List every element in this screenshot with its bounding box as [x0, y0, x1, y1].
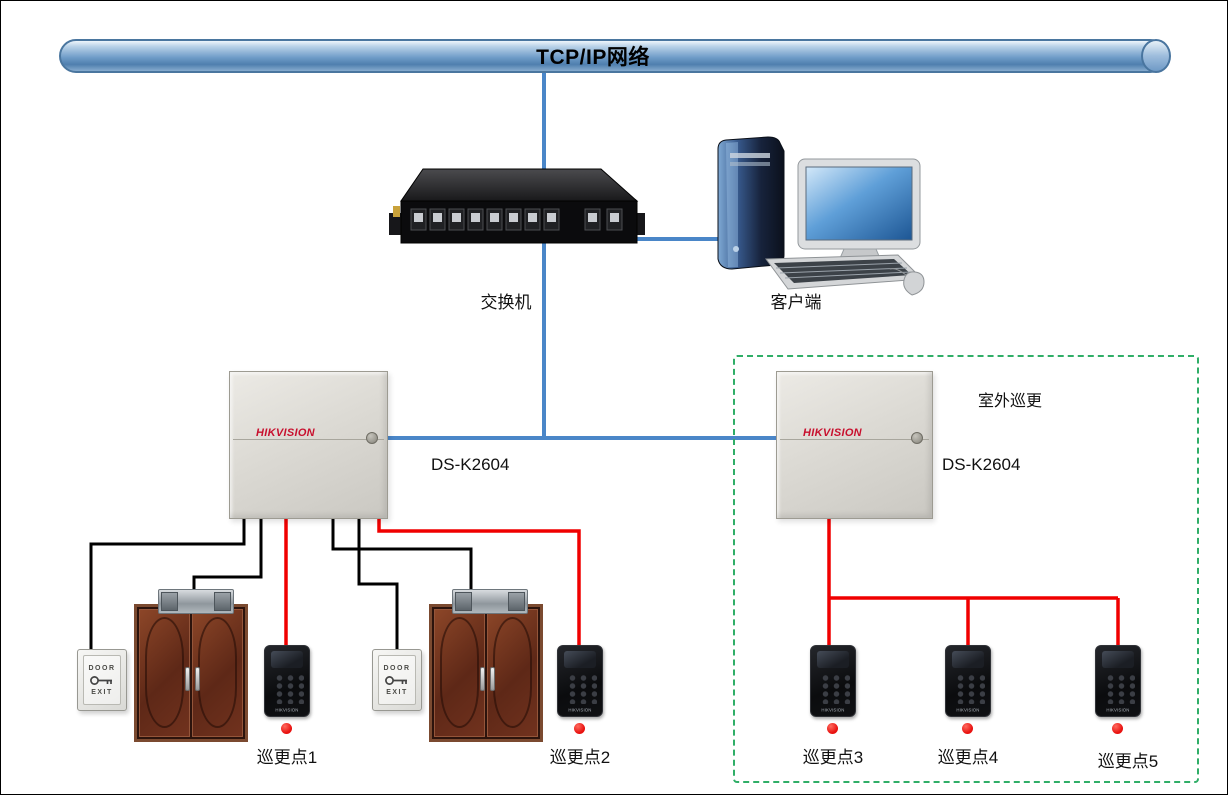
reader-display	[564, 651, 596, 668]
door-1	[134, 604, 248, 742]
maglock-end	[214, 592, 231, 611]
card-reader-2: HIKVISION	[557, 645, 603, 717]
reader-keypad	[953, 673, 985, 704]
controller-1-model-label: DS-K2604	[431, 455, 510, 474]
controller-seam	[780, 439, 929, 440]
switch-label: 交换机	[480, 293, 532, 312]
pc-keyboard	[765, 254, 924, 290]
hikvision-logo: HIKVISION	[803, 427, 862, 439]
client-label: 客户端	[770, 293, 822, 312]
switch-top-face	[400, 168, 639, 202]
controller-2-model-label: DS-K2604	[942, 455, 1021, 474]
patrol-point-label-1: 巡更点1	[256, 748, 318, 767]
patrol-point-led-2	[574, 723, 585, 734]
maglock-end	[508, 592, 525, 611]
reader-keypad	[272, 673, 304, 704]
maglock-end	[455, 592, 472, 611]
patrol-point-label-2: 巡更点2	[549, 748, 611, 767]
hikvision-logo: HIKVISION	[256, 427, 315, 439]
door-leaf-left	[139, 609, 190, 737]
exit-button-text-exit: EXIT	[386, 688, 408, 696]
card-reader-5: HIKVISION	[1095, 645, 1141, 717]
access-controller-2: HIKVISION	[776, 371, 933, 519]
black-wire-maglock-1	[192, 515, 263, 595]
black-wire-exit-button-2	[357, 515, 399, 653]
reader-display	[817, 651, 849, 668]
black-wire-maglock-2	[331, 515, 473, 595]
controller-lock-knob	[911, 432, 923, 444]
door-leaf-right	[192, 609, 243, 737]
exit-button-text-door: DOOR	[88, 664, 116, 672]
maglock-end	[161, 592, 178, 611]
tcpip-network-pipe: TCP/IP网络	[59, 39, 1171, 73]
magnetic-lock-1	[158, 589, 234, 614]
reader-brand: HIKVISION	[956, 708, 980, 714]
network-switch-illustration	[389, 168, 645, 244]
patrol-point-led-5	[1112, 723, 1123, 734]
pipe-body	[59, 39, 1167, 73]
door-handle	[195, 667, 200, 691]
exit-button-text-door: DOOR	[383, 664, 411, 672]
door-handle	[185, 667, 190, 691]
controller-seam	[233, 439, 384, 440]
client-computer-illustration	[717, 136, 925, 296]
door-exit-button-1: DOOR EXIT	[77, 649, 127, 711]
reader-display	[952, 651, 984, 668]
switch-side-connector	[393, 206, 400, 217]
reader-brand: HIKVISION	[1106, 708, 1130, 714]
access-controller-1: HIKVISION	[229, 371, 388, 519]
patrol-point-label-4: 巡更点4	[937, 748, 999, 767]
patrol-point-label-3: 巡更点3	[802, 748, 864, 767]
patrol-point-led-1	[281, 723, 292, 734]
door-exit-button-2: DOOR EXIT	[372, 649, 422, 711]
door-leaf-left	[434, 609, 485, 737]
pipe-end-cap	[1141, 39, 1171, 73]
key-icon	[90, 675, 112, 685]
door-handle	[480, 667, 485, 691]
reader-keypad	[565, 673, 597, 704]
reader-keypad	[818, 673, 850, 704]
reader-display	[271, 651, 303, 668]
reader-brand: HIKVISION	[821, 708, 845, 714]
outdoor-patrol-zone	[733, 355, 1199, 783]
card-reader-1: HIKVISION	[264, 645, 310, 717]
exit-button-text-exit: EXIT	[91, 688, 113, 696]
network-label: TCP/IP网络	[536, 46, 650, 69]
controller-lock-knob	[366, 432, 378, 444]
key-icon	[385, 675, 407, 685]
magnetic-lock-2	[452, 589, 528, 614]
pc-mouse	[889, 268, 925, 296]
door-handle	[490, 667, 495, 691]
outdoor-zone-label: 室外巡更	[978, 393, 1043, 410]
pc-tower	[717, 136, 785, 270]
patrol-point-led-3	[827, 723, 838, 734]
patrol-point-label-5: 巡更点5	[1097, 752, 1159, 771]
reader-display	[1102, 651, 1134, 668]
door-2	[429, 604, 543, 742]
reader-keypad	[1103, 673, 1135, 704]
reader-brand: HIKVISION	[275, 708, 299, 714]
switch-ports	[410, 208, 623, 231]
reader-brand: HIKVISION	[568, 708, 592, 714]
pc-monitor	[797, 158, 921, 271]
black-wire-exit-button-1	[89, 515, 246, 653]
red-wire-reader-2	[377, 515, 581, 649]
card-reader-4: HIKVISION	[945, 645, 991, 717]
patrol-point-led-4	[962, 723, 973, 734]
card-reader-3: HIKVISION	[810, 645, 856, 717]
